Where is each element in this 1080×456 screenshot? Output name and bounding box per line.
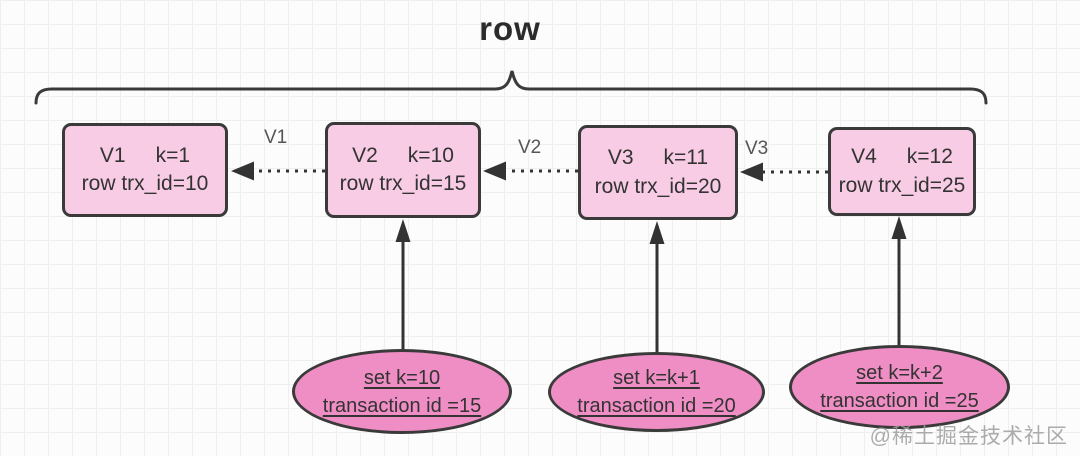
version-label: V3 (607, 146, 634, 170)
undo-chain-arrow-v1 (231, 161, 325, 181)
version-box-v1: V1 k=1 row trx_id=10 (62, 123, 228, 217)
trx-id: row trx_id=15 (339, 172, 467, 195)
k-value: k=10 (407, 143, 454, 167)
diagram-title: row (479, 10, 541, 47)
transaction-action: set k=k+2 (856, 362, 943, 384)
chain-arrow-label-v3: V3 (745, 138, 769, 159)
chain-arrow-label-v2: V2 (518, 137, 542, 158)
k-value: k=12 (906, 145, 953, 169)
version-box-v3: V3 k=11 row trx_id=20 (578, 125, 738, 220)
chain-arrow-label-v1: V1 (264, 127, 288, 148)
k-value: k=11 (663, 146, 709, 170)
transaction-ellipse-3: set k=k+2 transaction id =25 (789, 345, 1010, 429)
k-value: k=1 (155, 143, 191, 167)
transaction-arrow-1 (395, 219, 411, 349)
version-label: V2 (352, 143, 378, 167)
trx-id: row trx_id=10 (81, 172, 209, 195)
transaction-action: set k=k+1 (613, 367, 700, 389)
version-box-v2: V2 k=10 row trx_id=15 (325, 122, 481, 218)
row-brace (34, 70, 988, 105)
transaction-action: set k=10 (363, 366, 441, 389)
undo-chain-arrow-v2 (483, 161, 578, 181)
version-label: V1 (99, 143, 126, 167)
transaction-id: transaction id =20 (577, 395, 736, 417)
trx-id: row trx_id=25 (838, 173, 966, 197)
transaction-id: transaction id =25 (820, 390, 979, 412)
watermark: @稀土掘金技术社区 (869, 425, 1068, 448)
version-box-v4: V4 k=12 row trx_id=25 (828, 127, 976, 216)
trx-id: row trx_id=20 (594, 174, 722, 198)
transaction-arrow-3 (891, 216, 907, 345)
undo-chain-arrow-v3 (740, 162, 828, 182)
transaction-ellipse-1: set k=10 transaction id =15 (292, 349, 512, 434)
transaction-arrow-2 (649, 221, 665, 352)
transaction-ellipse-2: set k=k+1 transaction id =20 (548, 352, 765, 432)
transaction-id: transaction id =15 (322, 394, 482, 417)
version-label: V4 (851, 145, 877, 169)
